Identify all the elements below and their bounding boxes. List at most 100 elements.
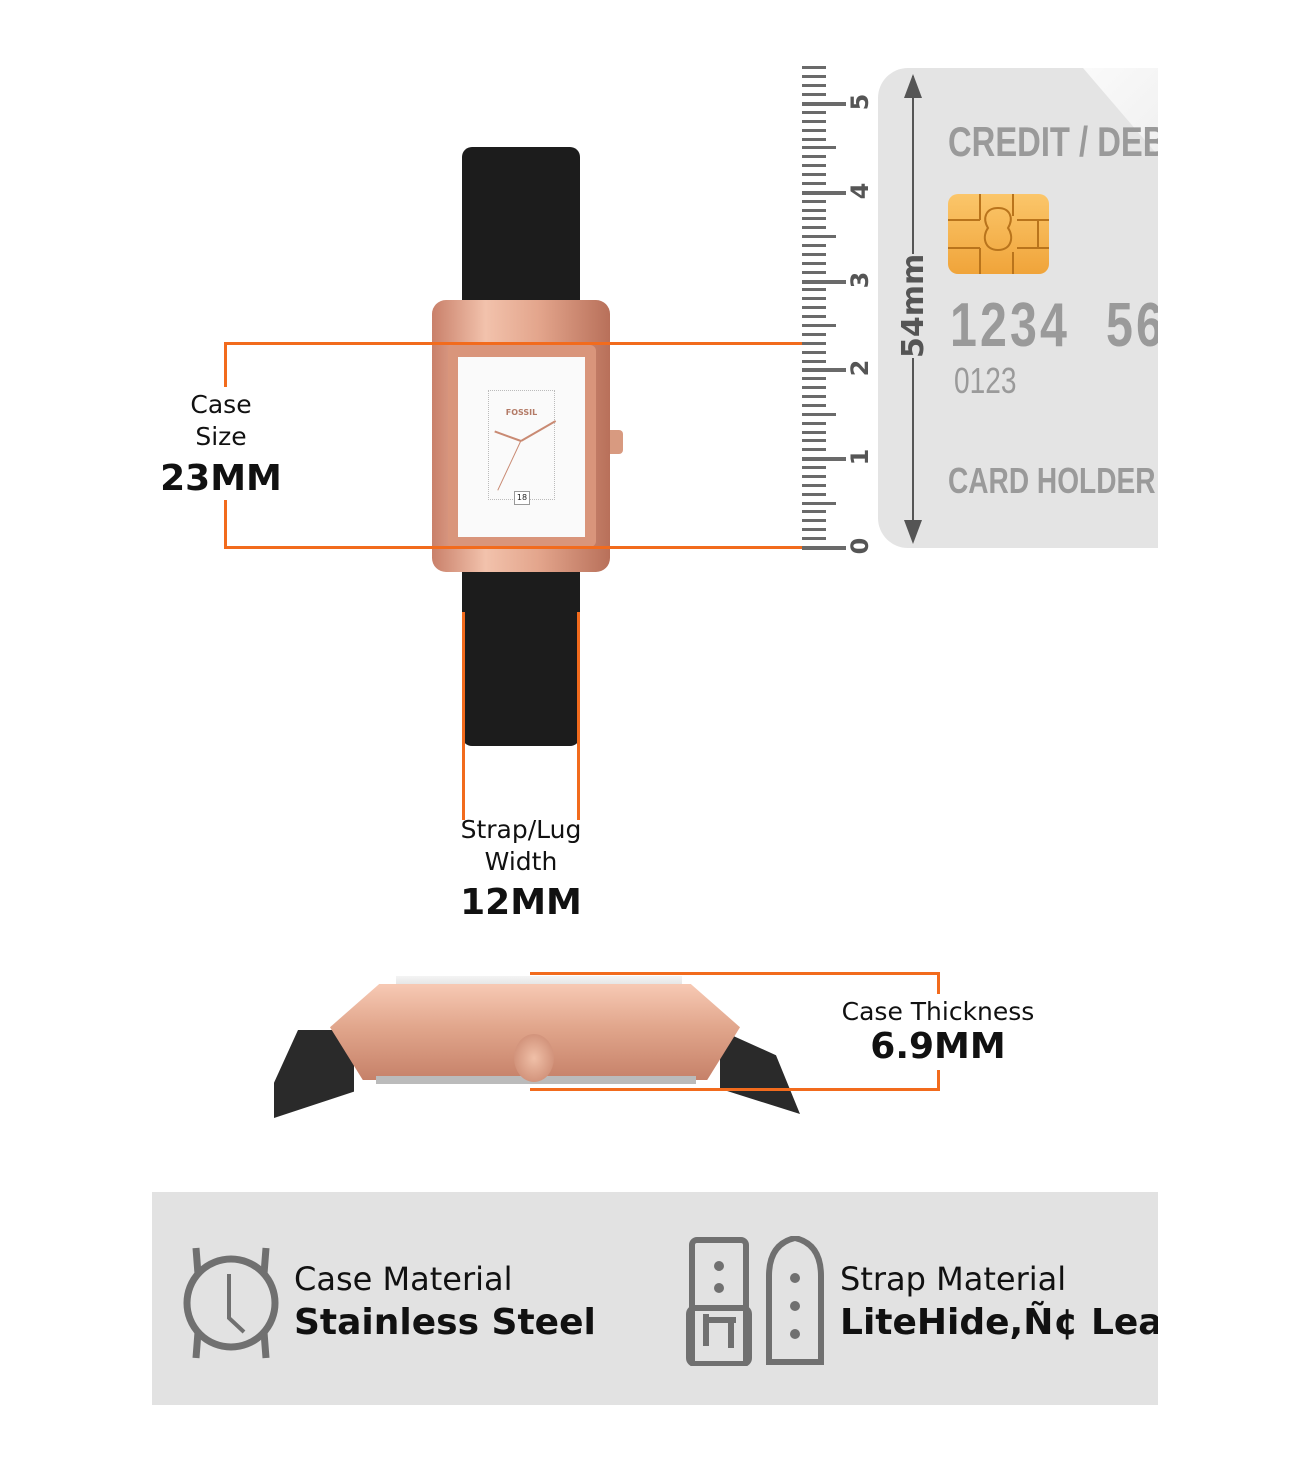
ruler-tick xyxy=(802,368,846,373)
ruler-tick xyxy=(802,386,826,390)
arrow-up-icon xyxy=(904,74,922,98)
strap-width-line-left xyxy=(462,612,465,820)
ruler-tick xyxy=(802,226,826,230)
case-thickness-value: 6.9MM xyxy=(870,1026,1006,1067)
ruler-tick xyxy=(802,119,826,123)
ruler-label: 2 xyxy=(846,360,874,377)
watch-strap-top xyxy=(462,147,580,317)
ruler-tick xyxy=(802,110,826,114)
card-holder-name: CARD HOLDER NAME xyxy=(948,460,1158,501)
ruler-tick xyxy=(802,492,826,496)
ruler-label: 5 xyxy=(846,93,874,111)
ruler-tick xyxy=(802,288,826,292)
ruler-tick xyxy=(802,377,826,381)
card-title: CREDIT / DEBIT C xyxy=(948,118,1158,165)
side-strap-right xyxy=(720,1030,800,1114)
ruler-tick xyxy=(802,190,846,195)
strap-width-label-1: Strap/Lug xyxy=(460,815,582,844)
case-size-line-left-bottom xyxy=(224,500,227,549)
ruler-tick xyxy=(802,448,826,452)
case-size-line-left-top xyxy=(224,342,227,387)
watch-strap-bottom xyxy=(462,560,580,746)
ruler-tick xyxy=(802,164,826,168)
side-crown xyxy=(514,1034,554,1082)
ruler-tick xyxy=(802,84,826,88)
date-window: 18 xyxy=(514,491,530,505)
ruler-tick xyxy=(802,235,836,239)
ruler-tick xyxy=(802,412,836,416)
ruler-tick xyxy=(802,279,846,284)
strap-material-value: LiteHide,Ñ¢ Leather xyxy=(840,1302,1158,1343)
ruler-tick xyxy=(802,244,826,248)
thickness-line-bottom xyxy=(530,1088,940,1091)
ruler-tick xyxy=(802,457,846,462)
case-size-label-2: Size xyxy=(195,422,247,451)
thickness-line-right-top xyxy=(937,972,940,994)
ruler-label: 4 xyxy=(846,182,874,200)
ruler-tick xyxy=(802,315,826,319)
watch-brand: FOSSIL xyxy=(505,408,538,417)
ruler-tick xyxy=(802,395,826,399)
ruler-tick xyxy=(802,75,826,79)
strap-material-title: Strap Material xyxy=(840,1260,1067,1298)
ruler-tick xyxy=(802,93,826,97)
case-size-label-1: Case xyxy=(190,390,252,419)
ruler: 0 1 2 3 4 5 xyxy=(800,60,880,555)
ruler-tick xyxy=(802,146,836,150)
case-size-line-bottom xyxy=(224,546,802,549)
ruler-tick xyxy=(802,359,826,363)
ruler-tick xyxy=(802,102,846,106)
ruler-tick xyxy=(802,137,826,141)
ruler-tick xyxy=(802,501,836,505)
ruler-tick xyxy=(802,510,826,514)
strap-width-line-right xyxy=(577,612,580,820)
ruler-tick xyxy=(802,439,826,443)
credit-card: CREDIT / DEBIT C 1234 56 0123 CARD HOLDE… xyxy=(878,68,1158,548)
ruler-tick xyxy=(802,466,826,470)
ruler-tick xyxy=(802,252,826,256)
ruler-tick xyxy=(802,332,826,336)
ruler-tick xyxy=(802,217,826,221)
ruler-tick xyxy=(802,546,846,550)
ruler-tick xyxy=(802,483,826,487)
ruler-tick xyxy=(802,199,826,203)
ruler-tick xyxy=(802,474,826,478)
arrow-down-icon xyxy=(904,520,922,544)
ruler-tick xyxy=(802,128,826,132)
ruler-tick xyxy=(802,537,826,541)
watch-icon xyxy=(178,1244,284,1366)
ruler-tick xyxy=(802,208,826,212)
strap-width-label-2: Width xyxy=(484,847,558,876)
card-number-group-1: 1234 xyxy=(950,291,1071,360)
case-material-title: Case Material xyxy=(294,1260,513,1298)
ruler-tick xyxy=(802,297,826,301)
ruler-tick xyxy=(802,430,826,434)
case-size-value: 23MM xyxy=(160,458,282,499)
spec-panel: Case Material Stainless Steel Strap Mate… xyxy=(152,1192,1158,1405)
case-size-line-top xyxy=(224,342,802,345)
thickness-line-top xyxy=(530,972,940,975)
ruler-tick xyxy=(802,519,826,523)
watch-dial: FOSSIL 18 xyxy=(458,357,585,537)
ruler-tick xyxy=(802,261,826,265)
ruler-tick xyxy=(802,341,826,345)
ruler-tick xyxy=(802,155,826,159)
dial-inner-track xyxy=(488,390,555,500)
ruler-tick xyxy=(802,324,836,327)
case-material-value: Stainless Steel xyxy=(294,1302,596,1343)
watch-crown xyxy=(606,430,623,454)
strap-icon xyxy=(686,1234,826,1370)
card-height-label: 54mm xyxy=(896,253,932,358)
ruler-label: 0 xyxy=(846,537,874,555)
card-chip-icon xyxy=(948,194,1049,274)
ruler-tick xyxy=(802,528,826,532)
strap-width-value: 12MM xyxy=(460,882,582,923)
ruler-tick xyxy=(802,173,826,177)
ruler-tick xyxy=(802,306,826,310)
ruler-tick xyxy=(802,350,826,354)
thickness-line-right-bottom xyxy=(937,1070,940,1091)
case-thickness-label: Case Thickness xyxy=(820,996,1056,1028)
card-small-number: 0123 xyxy=(954,360,1017,401)
ruler-label: 3 xyxy=(846,271,874,288)
ruler-label: 1 xyxy=(846,448,874,466)
